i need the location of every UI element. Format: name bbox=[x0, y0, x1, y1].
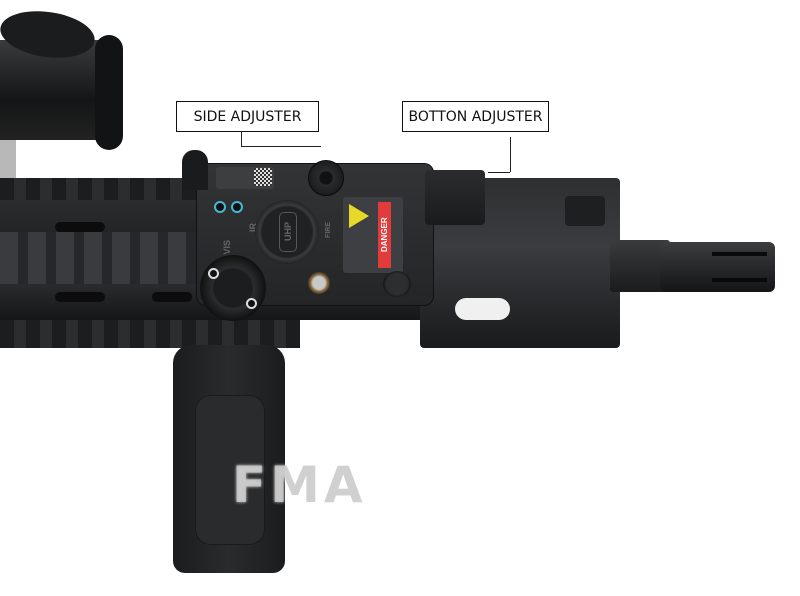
optic-mount bbox=[0, 140, 16, 180]
bottom-adjuster-leader-vertical bbox=[510, 137, 511, 172]
fire-label: FIRE bbox=[325, 222, 332, 238]
laser-warning-icon bbox=[349, 204, 369, 228]
uhp-button[interactable] bbox=[255, 200, 319, 264]
bottom-adjuster-knob[interactable] bbox=[383, 271, 411, 297]
handguard-slot-bottom-2 bbox=[152, 292, 192, 302]
laser-device-ring-mount bbox=[182, 150, 208, 190]
dial-screw-1 bbox=[208, 268, 219, 279]
bottom-adjuster-leader-horizontal bbox=[488, 172, 510, 173]
flash-hider bbox=[660, 242, 775, 292]
uhp-button-label: UHP bbox=[279, 212, 297, 252]
side-adjuster-label: SIDE ADJUSTER bbox=[193, 108, 302, 125]
handguard-slot-bottom-1 bbox=[55, 292, 105, 302]
flash-hider-slot-1 bbox=[712, 252, 767, 256]
mode-selector-dial[interactable] bbox=[200, 255, 266, 321]
bottom-adjuster-label: BOTTON ADJUSTER bbox=[408, 108, 543, 125]
optic-front-ring bbox=[95, 35, 123, 150]
led-indicator-2 bbox=[231, 201, 243, 213]
front-rail-cutout bbox=[455, 298, 510, 320]
danger-label: DANGER bbox=[378, 202, 391, 268]
side-adjuster-callout: SIDE ADJUSTER bbox=[176, 101, 319, 132]
led-indicator-1 bbox=[214, 201, 226, 213]
bottom-adjuster-callout: BOTTON ADJUSTER bbox=[402, 101, 549, 132]
side-adjuster-knob[interactable] bbox=[308, 160, 344, 196]
front-sight-post bbox=[565, 196, 605, 226]
side-adjuster-leader-horizontal bbox=[241, 146, 321, 147]
handguard-slot-top bbox=[55, 222, 105, 232]
uhp-text: UHP bbox=[283, 222, 293, 242]
side-adjuster-leader-vertical bbox=[241, 131, 242, 146]
battery-cap-screw[interactable] bbox=[308, 272, 330, 294]
warning-sticker bbox=[343, 197, 403, 273]
handguard-side-rail bbox=[0, 232, 210, 284]
fma-watermark: FMA bbox=[232, 456, 367, 514]
laser-emitter-housing bbox=[425, 170, 485, 225]
dial-screw-2 bbox=[246, 298, 257, 309]
foregrip-texture-panel bbox=[195, 395, 265, 545]
flash-hider-slot-2 bbox=[712, 278, 767, 282]
handguard-bottom-rail bbox=[0, 320, 300, 348]
qr-code bbox=[254, 168, 272, 186]
mode-vis-label: VIS bbox=[222, 240, 232, 255]
